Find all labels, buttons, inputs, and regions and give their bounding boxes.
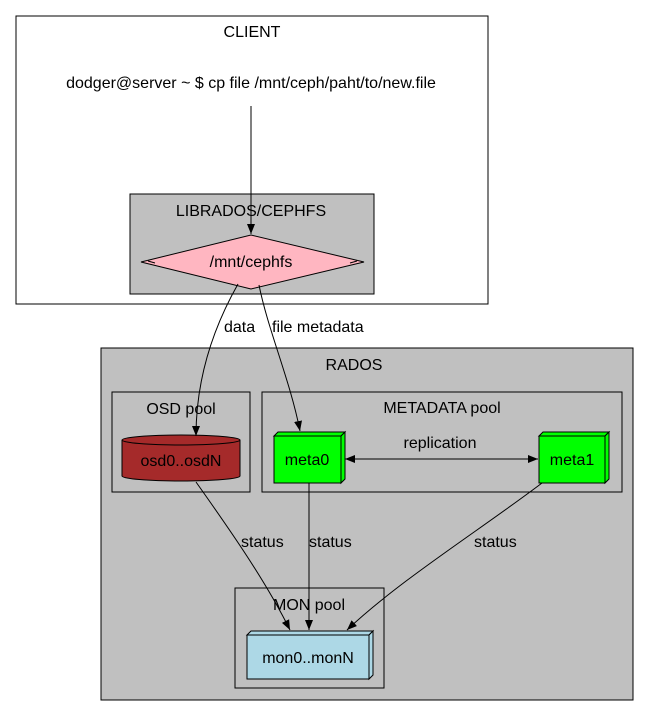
metadata-pool-title: METADATA pool: [383, 400, 500, 417]
mon-box: mon0..monN: [245, 629, 375, 681]
client-title: CLIENT: [224, 24, 281, 41]
status-osd-label: status: [241, 534, 284, 551]
edge-file-metadata: [258, 284, 302, 432]
edge-file-metadata-label: file metadata: [272, 319, 364, 336]
osd-pool-title: OSD pool: [146, 401, 215, 418]
edge-status-osd: [195, 481, 291, 631]
osd-node-label: osd0..osdN: [141, 453, 222, 470]
mount-diamond: /mnt/cephfs: [140, 234, 365, 290]
metadata-pool-cluster: METADATA pool meta0 meta1 replication: [261, 391, 623, 493]
meta0-label: meta0: [285, 452, 330, 469]
meta0-box: meta0: [272, 430, 347, 485]
mon-node-label: mon0..monN: [262, 650, 354, 667]
meta1-box: meta1: [537, 430, 611, 485]
librados-cluster: LIBRADOS/CEPHFS /mnt/cephfs: [129, 193, 375, 295]
edge-status-meta1: [346, 482, 543, 631]
status-meta1-label: status: [474, 534, 517, 551]
mon-pool-cluster: MON pool mon0..monN: [234, 587, 385, 689]
edge-data-label: data: [224, 319, 255, 336]
status-meta0-label: status: [309, 534, 352, 551]
edge-data: [192, 283, 239, 437]
mount-label: /mnt/cephfs: [210, 254, 293, 271]
meta1-label: meta1: [550, 452, 595, 469]
client-command: dodger@server ~ $ cp file /mnt/ceph/paht…: [66, 75, 436, 92]
rados-cluster: RADOS OSD pool osd0..osdN METADATA pool …: [100, 347, 634, 701]
osd-pool-cluster: OSD pool osd0..osdN: [111, 391, 251, 493]
replication-label: replication: [404, 435, 477, 452]
rados-title: RADOS: [326, 357, 383, 374]
osd-cylinder: osd0..osdN: [121, 434, 241, 482]
